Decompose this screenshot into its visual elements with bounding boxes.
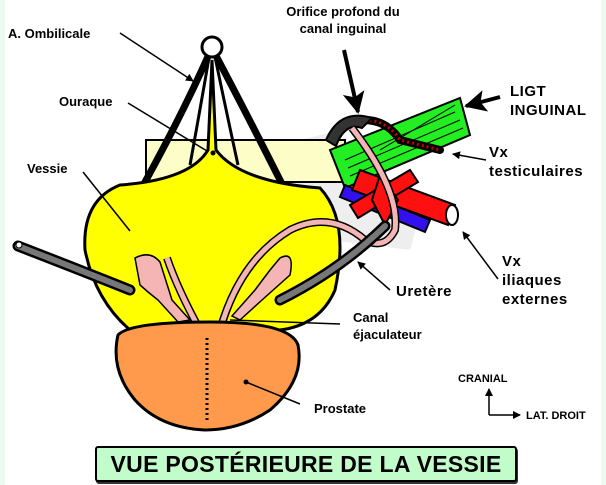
big-arrow-ligt xyxy=(464,90,501,112)
seminal-vesicle-right xyxy=(230,255,292,321)
leader-canal xyxy=(229,319,341,325)
leader-uretere xyxy=(357,261,391,291)
label-orifice-line1: Orifice profond du xyxy=(286,4,400,19)
leader-vx-test xyxy=(452,151,487,161)
label-vx-test-line1: Vx xyxy=(489,144,509,161)
prostate xyxy=(114,320,301,432)
label-ligt-line2: INGUINAL xyxy=(510,102,587,119)
frame-border-right xyxy=(601,0,606,485)
label-prostate: Prostate xyxy=(314,401,367,416)
label-vx-test-line2: testiculaires xyxy=(489,163,584,180)
label-vx-iliac-line2: iliaques xyxy=(502,272,562,289)
umbilicus xyxy=(200,35,224,59)
label-orifice-line2: canal inguinal xyxy=(299,21,387,36)
orientation-axes xyxy=(485,388,521,419)
label-a-ombilicale: A. Ombilicale xyxy=(8,26,91,41)
diagram-title: VUE POSTÉRIEURE DE LA VESSIE xyxy=(95,446,517,482)
label-canal-ejaculateur: Canal éjaculateur xyxy=(353,309,422,343)
label-vessie: Vessie xyxy=(27,161,68,176)
label-ligt-line1: LIGT xyxy=(510,83,547,100)
label-cranial: CRANIAL xyxy=(458,373,508,385)
deep-inguinal-ring xyxy=(324,114,374,148)
label-ligt-inguinal: LIGT INGUINAL xyxy=(510,82,587,120)
label-uretere: Uretère xyxy=(396,283,453,300)
label-vx-iliaques: Vx iliaques externes xyxy=(502,252,568,309)
label-vx-testiculaires: Vx testiculaires xyxy=(489,143,583,181)
leader-a-ombilicale xyxy=(119,32,194,82)
label-vx-iliac-line1: Vx xyxy=(502,253,522,270)
frame-border-left xyxy=(0,0,5,485)
leader-vessie xyxy=(82,171,131,232)
big-arrow-orifice xyxy=(342,49,365,114)
leader-vx-iliac xyxy=(462,231,499,280)
label-ouraque: Ouraque xyxy=(59,94,113,109)
leader-prostate xyxy=(245,381,301,405)
label-orifice-profond: Orifice profond du canal inguinal xyxy=(268,3,418,37)
label-lat-droit: LAT. DROIT xyxy=(526,410,586,422)
seminal-vesicle-left xyxy=(134,254,192,323)
label-canal-line2: éjaculateur xyxy=(353,327,422,342)
leader-ouraque xyxy=(127,102,208,152)
label-canal-line1: Canal xyxy=(353,310,389,325)
label-vx-iliac-line3: externes xyxy=(502,291,568,308)
